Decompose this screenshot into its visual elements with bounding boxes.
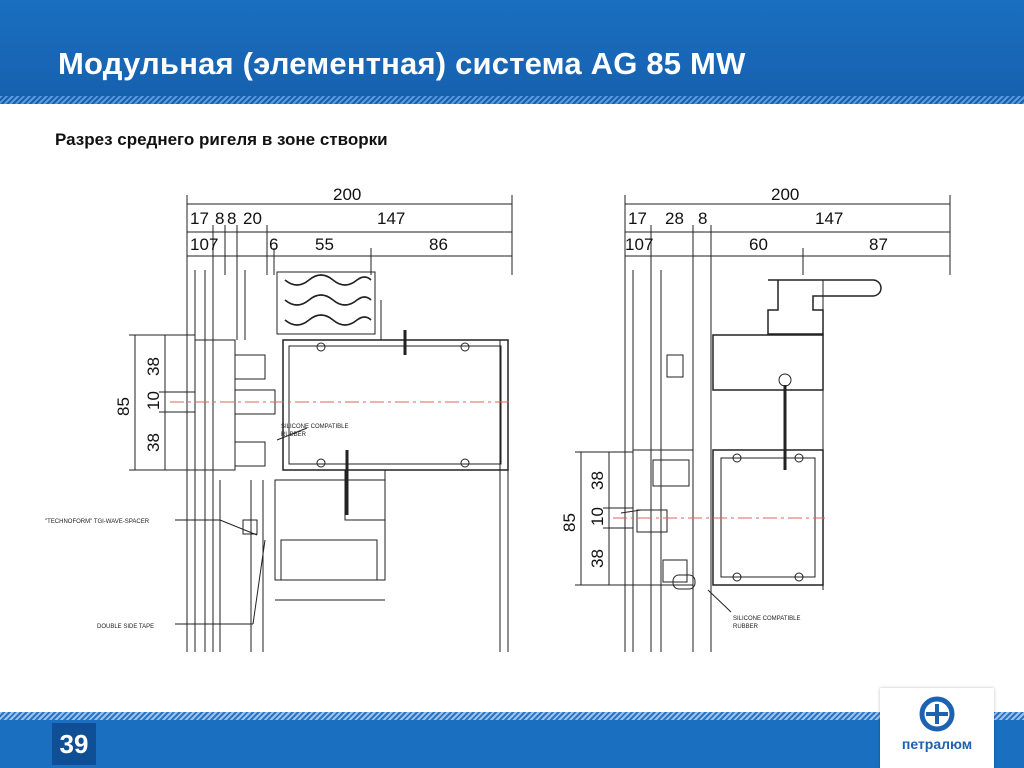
dim-17-right: 17 [628, 209, 647, 228]
dim-200-left: 200 [333, 185, 361, 204]
dim-7-right: 7 [644, 235, 653, 254]
callout-rubber-left: RUBBER [281, 432, 307, 438]
dim-8-right: 8 [698, 209, 707, 228]
right-drawing-svg: 200 17 28 8 147 10 7 60 87 85 38 10 38 S… [560, 185, 951, 652]
callout-rubber-right: RUBBER [733, 624, 759, 630]
vdim-38a-right: 38 [588, 471, 607, 490]
dim-7-left: 7 [209, 235, 218, 254]
dim-86-left: 86 [429, 235, 448, 254]
dim-147-left: 147 [377, 209, 405, 228]
header-bar [0, 0, 1024, 104]
dim-147-right: 147 [815, 209, 843, 228]
slide-title: Модульная (элементная) система AG 85 MW [58, 46, 746, 81]
header-stripe [0, 96, 1024, 104]
dim-8b-left: 8 [227, 209, 236, 228]
right-section-drawing: 200 17 28 8 147 10 7 60 87 85 38 10 38 S… [553, 180, 953, 652]
dim-17-left: 17 [190, 209, 209, 228]
vdim-85-right: 85 [560, 513, 579, 532]
dim-8a-left: 8 [215, 209, 224, 228]
callout-silicone-left: SILICONE COMPATIBLE [281, 424, 348, 430]
footer-stripe [0, 712, 1024, 720]
dim-55-left: 55 [315, 235, 334, 254]
vdim-10-left: 10 [144, 391, 163, 410]
vdim-38a-left: 38 [144, 357, 163, 376]
dim-200-right: 200 [771, 185, 799, 204]
dim-6-left: 6 [269, 235, 278, 254]
vdim-38b-left: 38 [144, 433, 163, 452]
vdim-85-left: 85 [114, 397, 133, 416]
footer-bar [0, 720, 1024, 768]
dim-60-right: 60 [749, 235, 768, 254]
left-drawing-svg: 200 17 8 8 20 147 10 7 6 55 86 85 38 10 … [45, 185, 513, 652]
vdim-38b-right: 38 [588, 549, 607, 568]
vdim-10-right: 10 [588, 507, 607, 526]
page-number: 39 [52, 723, 96, 765]
logo-mark-icon [919, 696, 955, 732]
logo-text: петралюм [901, 736, 973, 752]
slide-subtitle: Разрез среднего ригеля в зоне створки [55, 130, 388, 149]
dim-87-right: 87 [869, 235, 888, 254]
dim-28-right: 28 [665, 209, 684, 228]
callout-tape-left: DOUBLE SIDE TAPE [97, 624, 154, 630]
dim-10-right: 10 [625, 235, 644, 254]
petralum-logo: петралюм [880, 688, 994, 768]
callout-spacer-left: "TECHNOFORM" TGI-WAVE-SPACER [45, 519, 150, 525]
callout-silicone-right: SILICONE COMPATIBLE [733, 616, 800, 622]
left-section-drawing: 200 17 8 8 20 147 10 7 6 55 86 85 38 10 … [45, 180, 515, 652]
dim-20-left: 20 [243, 209, 262, 228]
dim-10-left: 10 [190, 235, 209, 254]
